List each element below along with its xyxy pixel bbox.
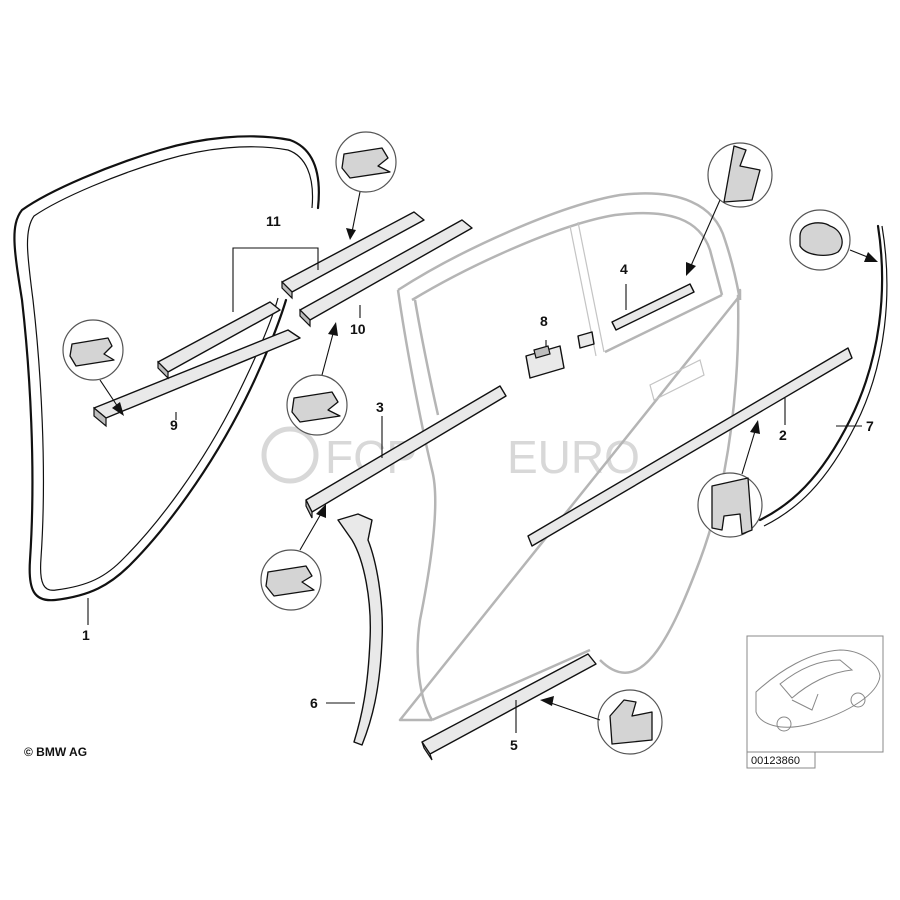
- watermark: FCP EURO: [261, 426, 640, 484]
- rear-door-outline: [396, 192, 742, 722]
- watermark-logo-circle: [261, 426, 319, 484]
- door-frame-seal: 1: [13, 135, 320, 643]
- pillar-seal-6: 6: [310, 513, 384, 746]
- callout-8: 8: [540, 313, 548, 329]
- callout-6: 6: [310, 695, 318, 711]
- callout-3: 3: [376, 399, 384, 415]
- detail-circle-3: [260, 504, 326, 611]
- window-channel-strip-9: 9: [93, 329, 301, 433]
- window-channel-strip-10: 10: [299, 219, 473, 337]
- callout-5: 5: [510, 737, 518, 753]
- callout-11: 11: [266, 213, 281, 229]
- callout-7: 7: [866, 418, 874, 434]
- callout-1: 1: [82, 627, 90, 643]
- detail-circle-10: [286, 322, 348, 436]
- detail-circle-5: [540, 689, 663, 755]
- watermark-brand-b: EURO: [507, 431, 640, 483]
- detail-circle-7: [789, 209, 878, 271]
- sill-strip-5: 5: [421, 653, 597, 761]
- detail-circle-9: [62, 319, 124, 416]
- reference-thumbnail: 00123860: [746, 635, 884, 769]
- callout-10: 10: [350, 321, 366, 337]
- window-channel-4: 4: [611, 261, 695, 331]
- clip-8: 8: [525, 313, 595, 379]
- frame-seal-strip-7: 7: [758, 224, 888, 527]
- window-channel-strips-11: 11: [157, 211, 425, 380]
- callout-2: 2: [779, 427, 787, 443]
- detail-circle-2: [697, 420, 763, 538]
- detail-circle-4: [686, 142, 773, 276]
- inner-belt-strip-3: 3: [305, 385, 507, 519]
- callout-9: 9: [170, 417, 178, 433]
- thumbnail-car-icon: [755, 649, 881, 732]
- detail-circle-11: [335, 131, 397, 240]
- outer-belt-strip-2: 2: [527, 347, 853, 547]
- callout-4-top: 4: [620, 261, 628, 277]
- reference-number: 00123860: [751, 755, 800, 767]
- copyright-notice: © BMW AG: [24, 745, 87, 759]
